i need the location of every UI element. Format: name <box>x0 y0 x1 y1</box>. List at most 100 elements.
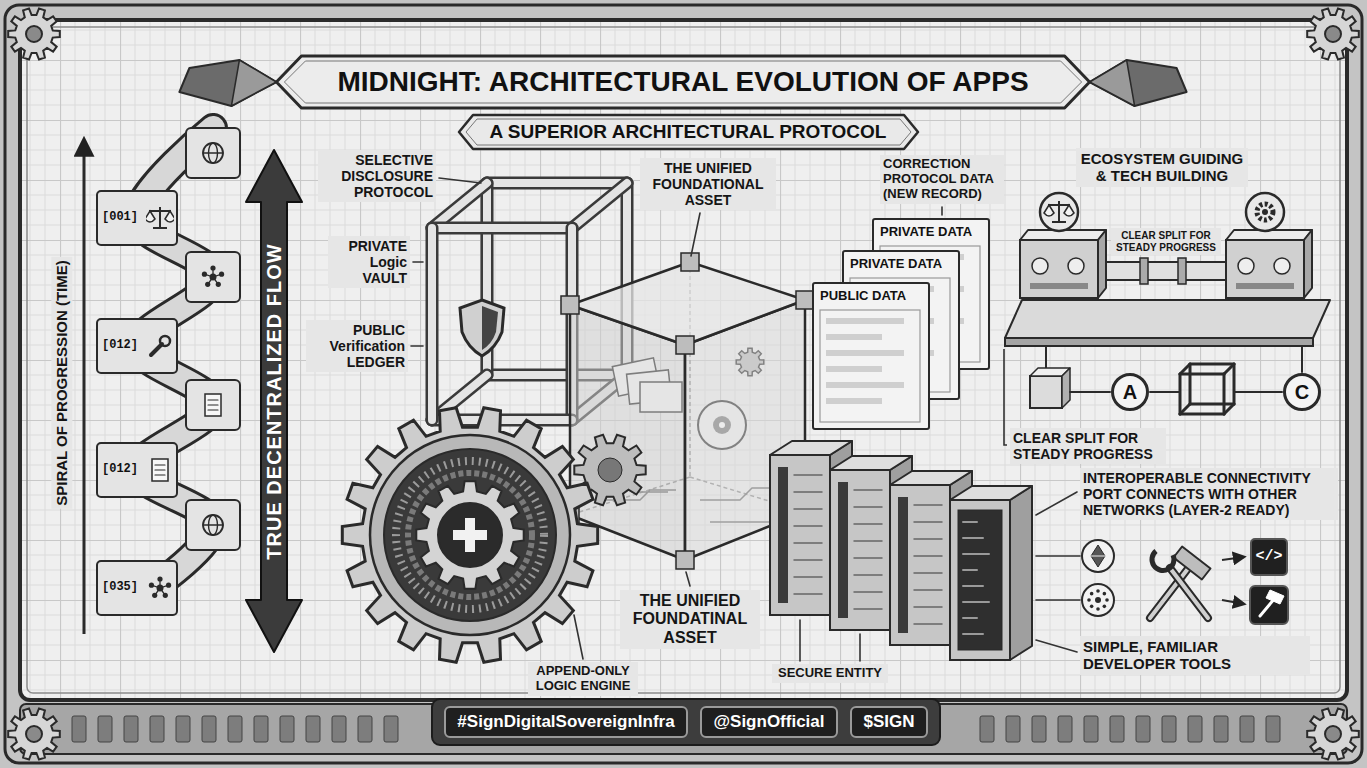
title-text: MIDNIGHT: ARCHITECTURAL EVOLUTION OF APP… <box>337 66 1028 98</box>
cardano-dot <box>1095 597 1101 603</box>
vent <box>980 716 994 742</box>
unit-valve <box>1274 258 1290 274</box>
open-cube-edge <box>1224 364 1234 374</box>
gear-dark-ring <box>384 449 556 621</box>
ethereum-badge <box>1082 540 1114 572</box>
tile-number: [012] <box>102 463 138 477</box>
screen-line <box>963 521 977 523</box>
banner-crystal <box>179 60 276 106</box>
wire <box>1301 346 1303 372</box>
data-panel: PUBLIC DATA <box>812 282 930 430</box>
slab-rib <box>794 593 822 595</box>
unit-valve <box>1238 258 1254 274</box>
vent <box>72 716 86 742</box>
time-arrow <box>83 140 86 634</box>
ethereum-diamond <box>1091 545 1105 567</box>
slab-side <box>1010 486 1032 660</box>
tile-icon <box>146 202 174 234</box>
callout-label: SECURE ENTITY <box>772 664 888 683</box>
callout-label: APPEND-ONLY LOGIC ENGINE <box>528 662 638 696</box>
slab-rib <box>854 540 882 542</box>
leader-line <box>1036 599 1080 601</box>
callout-label: THE UNIFIED FOUNDATIONAL ASSET <box>640 158 776 210</box>
wrench-jaw <box>160 336 170 346</box>
banner-shape <box>459 115 918 149</box>
spiral-tile <box>186 128 240 178</box>
pipe-coupling <box>1140 258 1148 284</box>
scale-pan <box>1044 205 1054 216</box>
tile-icon <box>146 572 174 604</box>
slab-top <box>830 456 912 470</box>
corner-block <box>681 253 699 271</box>
unit-valve <box>1068 258 1084 274</box>
arrow-body <box>246 150 302 652</box>
corner-block <box>676 336 694 354</box>
timeline-tile: [035] <box>96 560 178 616</box>
slab-rib <box>914 606 942 608</box>
slab-rib <box>794 491 822 493</box>
net-dot <box>216 282 221 287</box>
callout-label: CLEAR SPLIT FOR STEADY PROGRESS <box>1010 428 1166 464</box>
gear-hub <box>598 458 622 482</box>
frame-inner-line <box>27 27 1340 693</box>
vent <box>1188 716 1202 742</box>
frame-beam <box>432 183 487 228</box>
tile-icon <box>146 330 174 362</box>
wire <box>1070 391 1110 393</box>
title-banner <box>179 56 1186 108</box>
net-dot <box>219 272 224 277</box>
slab-rib <box>914 589 942 591</box>
data-row <box>826 334 882 340</box>
gear-icon-hub <box>1262 209 1268 215</box>
hashtag-text: #SignDigitalSovereignInfra <box>457 712 674 732</box>
developer-tools <box>1082 540 1288 624</box>
frame-beam <box>572 183 627 228</box>
slab-top <box>890 471 972 485</box>
leader-line <box>439 178 481 183</box>
icon-badge <box>1040 193 1078 231</box>
gear-hub <box>26 726 42 742</box>
screen-line <box>963 569 977 571</box>
vent <box>1058 716 1072 742</box>
port-ring <box>1285 375 1320 410</box>
panel-inner-frame <box>820 310 920 422</box>
vent <box>1084 716 1098 742</box>
vent <box>1006 716 1020 742</box>
vent <box>228 716 242 742</box>
vent <box>384 716 398 742</box>
callout-label: SELECTIVE DISCLOSURE PROTOCOL <box>318 150 436 202</box>
hashtag-panel <box>432 699 940 745</box>
slab-screen <box>958 510 1002 650</box>
frame-beam-face <box>487 179 627 187</box>
net-dot <box>157 576 162 581</box>
banner-crystal-facet <box>231 60 276 106</box>
plus-sign <box>453 530 487 540</box>
machine-unit <box>1226 240 1304 298</box>
globe-equator <box>203 152 223 153</box>
slab-rib <box>854 523 882 525</box>
subtitle-text: A SUPERIOR ARCHITECTURAL PROTOCOL <box>490 121 887 143</box>
leader-line <box>411 345 423 347</box>
corner-gear <box>8 9 60 60</box>
leader-lines <box>411 178 1080 661</box>
vent <box>98 716 112 742</box>
binary-track <box>408 473 532 597</box>
hammer-glyph-head <box>1266 590 1284 604</box>
callout-label: CORRECTION PROTOCOL DATA (NEW RECORD) <box>880 155 1004 204</box>
data-row <box>826 398 882 404</box>
vent <box>1110 716 1124 742</box>
vent <box>1162 716 1176 742</box>
vent <box>1266 716 1280 742</box>
net-dot <box>163 593 168 598</box>
slab-front <box>950 500 1010 660</box>
screen-line <box>963 601 989 603</box>
flow-arrow: TRUE DECENTRALIZED FLOW <box>246 150 302 652</box>
vent <box>280 716 294 742</box>
slab-rib <box>854 557 882 559</box>
globe-equator <box>203 524 223 525</box>
doc-line <box>155 469 165 470</box>
pipe-coupling <box>1178 258 1186 284</box>
gear-hub <box>26 26 42 42</box>
